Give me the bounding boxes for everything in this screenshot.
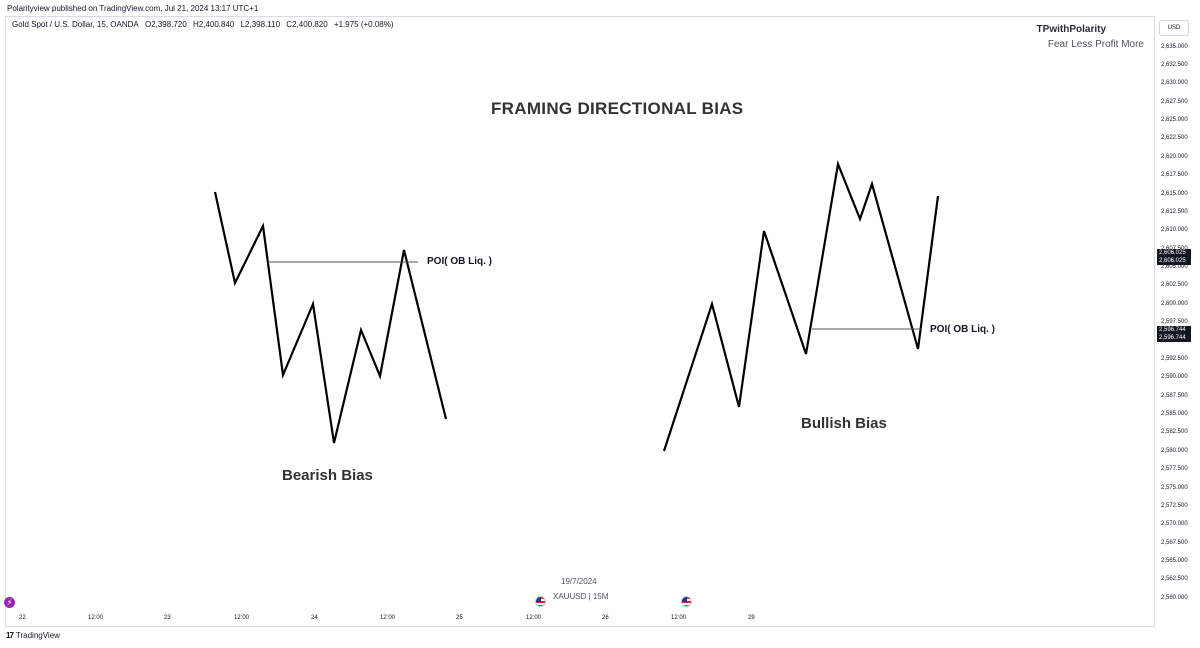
drawing-title[interactable]: FRAMING DIRECTIONAL BIAS	[491, 99, 744, 118]
price-tick: 2,580.000	[1161, 448, 1188, 454]
price-tick: 2,600.000	[1161, 301, 1188, 307]
price-tick: 2,567.500	[1161, 540, 1188, 546]
footer-date: 19/7/2024	[561, 577, 597, 586]
price-label-tag: 2,606.025	[1157, 257, 1191, 265]
price-tick: 2,575.000	[1161, 485, 1188, 491]
price-tick: 2,592.500	[1161, 356, 1188, 362]
tradingview-logo-icon: 17	[6, 631, 14, 640]
price-tick: 2,570.000	[1161, 521, 1188, 527]
price-tick: 2,620.000	[1161, 154, 1188, 160]
price-tick: 2,605.000	[1161, 264, 1188, 270]
time-tick: 12:00	[234, 615, 250, 621]
price-tick: 2,615.000	[1161, 191, 1188, 197]
time-tick: 12:00	[526, 615, 542, 621]
price-tick: 2,562.500	[1161, 576, 1188, 582]
watermark-name: TPwithPolarity	[1036, 24, 1106, 35]
currency-button[interactable]: USD	[1159, 20, 1189, 36]
time-tick: 29	[748, 615, 755, 621]
price-tick: 2,610.000	[1161, 227, 1188, 233]
price-tick: 2,587.500	[1161, 393, 1188, 399]
tradingview-brand-text: TradingView	[15, 631, 60, 640]
us-flag-icon[interactable]	[535, 596, 546, 607]
price-tick: 2,602.500	[1161, 282, 1188, 288]
price-label-tag: 2,596.744	[1157, 334, 1191, 342]
us-flag-icon[interactable]	[681, 596, 692, 607]
price-tick: 2,582.500	[1161, 429, 1188, 435]
price-label-tag: 2,596.744	[1157, 326, 1191, 334]
ohlc-open: O2,398.720	[144, 20, 187, 29]
time-tick: 26	[602, 615, 609, 621]
price-tick: 2,627.500	[1161, 99, 1188, 105]
price-tick: 2,617.500	[1161, 172, 1188, 178]
time-tick: 12:00	[380, 615, 396, 621]
price-tick: 2,577.500	[1161, 466, 1188, 472]
publisher-line: Polarityview published on TradingView.co…	[7, 4, 259, 13]
bearish-zigzag-line[interactable]	[213, 191, 448, 444]
bolt-icon[interactable]: ⚡	[4, 597, 15, 608]
price-tick: 2,560.000	[1161, 595, 1188, 601]
price-tick: 2,622.500	[1161, 135, 1188, 141]
price-label-tag: 2,606.025	[1157, 249, 1191, 257]
price-tick: 2,590.000	[1161, 374, 1188, 380]
price-tick: 2,632.500	[1161, 62, 1188, 68]
time-tick: 25	[456, 615, 463, 621]
watermark-tagline: Fear Less Profit More	[1047, 39, 1144, 50]
ohlc-low: L2,398.110	[240, 20, 281, 29]
chart-pane[interactable]	[5, 16, 1155, 627]
bearish-bias-label[interactable]: Bearish Bias	[282, 467, 373, 484]
price-tick: 2,585.000	[1161, 411, 1188, 417]
time-tick: 22	[19, 615, 26, 621]
price-tick: 2,612.500	[1161, 209, 1188, 215]
price-tick: 2,565.000	[1161, 558, 1188, 564]
poi-label-bearish[interactable]: POI( OB Liq. )	[427, 256, 492, 267]
price-tick: 2,625.000	[1161, 117, 1188, 123]
time-tick: 23	[164, 615, 171, 621]
time-tick: 12:00	[88, 615, 104, 621]
price-change: +1.975 (+0.08%)	[333, 20, 394, 29]
bullish-zigzag-line[interactable]	[662, 159, 940, 452]
price-tick: 2,572.500	[1161, 503, 1188, 509]
footer-symbol-interval: XAUUSD | 15M	[553, 592, 609, 601]
symbol-name[interactable]: Gold Spot / U.S. Dollar, 15, OANDA	[12, 20, 139, 29]
bullish-bias-label[interactable]: Bullish Bias	[801, 415, 887, 432]
price-tick: 2,635.000	[1161, 44, 1188, 50]
ohlc-close: C2,400.820	[286, 20, 328, 29]
time-tick: 12:00	[671, 615, 687, 621]
poi-label-bullish[interactable]: POI( OB Liq. )	[930, 324, 995, 335]
symbol-info-bar[interactable]: Gold Spot / U.S. Dollar, 15, OANDA O2,39…	[12, 20, 398, 29]
ohlc-high: H2,400.840	[193, 20, 235, 29]
time-tick: 24	[311, 615, 318, 621]
price-tick: 2,597.500	[1161, 319, 1188, 325]
price-tick: 2,630.000	[1161, 80, 1188, 86]
